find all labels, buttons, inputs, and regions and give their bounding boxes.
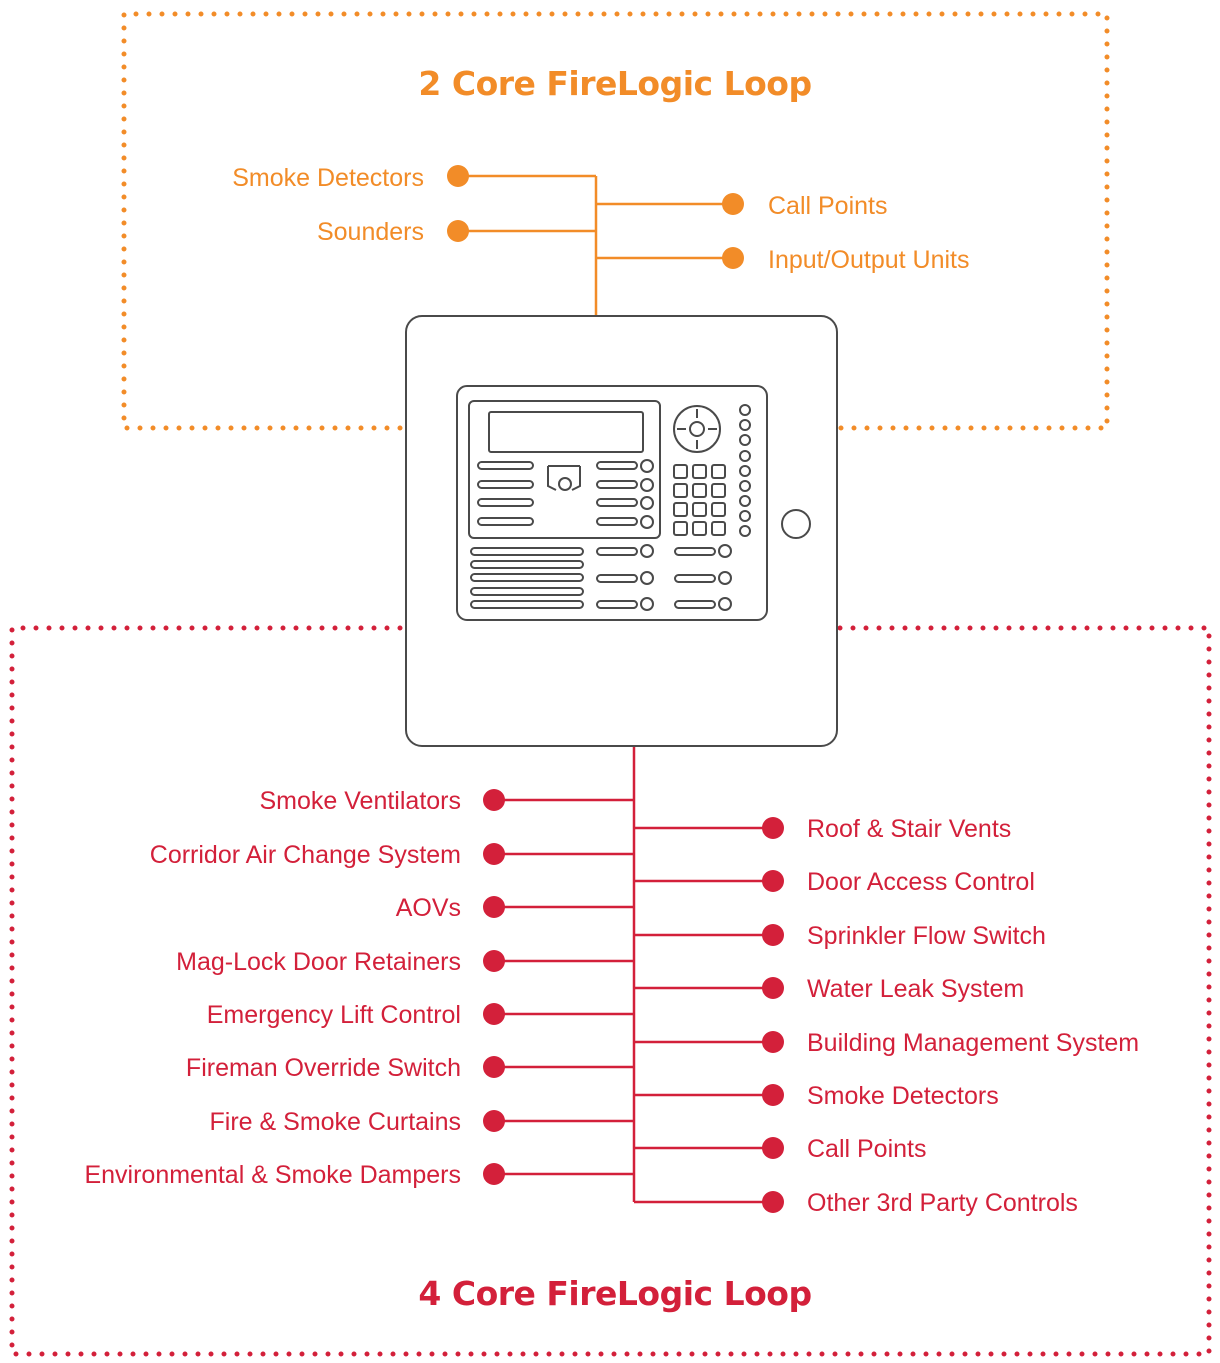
- top-loop-boundary: [121, 11, 1110, 431]
- fire-alarm-control-panel-icon: [405, 315, 838, 747]
- bottom-left-label-1: Corridor Air Change System: [150, 841, 461, 869]
- bottom-left-label-0: Smoke Ventilators: [260, 787, 462, 815]
- top-right-label-1: Input/Output Units: [768, 246, 970, 274]
- top-loop-title: 2 Core FireLogic Loop: [418, 64, 811, 103]
- bottom-loop-labels: Smoke Ventilators Corridor Air Change Sy…: [84, 787, 1139, 1217]
- bottom-left-label-2: AOVs: [396, 894, 461, 922]
- top-loop-connectors: [458, 174, 733, 316]
- bottom-right-label-4: Building Management System: [807, 1029, 1139, 1057]
- bottom-loop-nodes: [483, 789, 784, 1213]
- bottom-loop-title: 4 Core FireLogic Loop: [418, 1274, 811, 1313]
- top-left-label-0: Smoke Detectors: [232, 164, 424, 192]
- top-left-label-1: Sounders: [317, 218, 424, 246]
- node-call-points: [722, 193, 744, 215]
- bottom-right-label-6: Call Points: [807, 1135, 927, 1163]
- node-smoke-detectors: [447, 165, 469, 187]
- bottom-left-label-4: Emergency Lift Control: [207, 1001, 461, 1029]
- bottom-loop-connectors: [494, 746, 773, 1204]
- bottom-left-label-3: Mag-Lock Door Retainers: [176, 948, 461, 976]
- node-sounders: [447, 220, 469, 242]
- bottom-right-label-2: Sprinkler Flow Switch: [807, 922, 1046, 950]
- bottom-right-label-0: Roof & Stair Vents: [807, 815, 1011, 843]
- node-input-output-units: [722, 247, 744, 269]
- top-loop-nodes: [447, 165, 744, 269]
- bottom-left-label-6: Fire & Smoke Curtains: [210, 1108, 461, 1136]
- top-right-label-0: Call Points: [768, 192, 888, 220]
- bottom-right-label-1: Door Access Control: [807, 868, 1035, 896]
- bottom-right-label-5: Smoke Detectors: [807, 1082, 999, 1110]
- bottom-right-label-7: Other 3rd Party Controls: [807, 1189, 1078, 1217]
- top-loop-labels: Smoke Detectors Sounders Call Points Inp…: [232, 164, 969, 274]
- bottom-left-label-7: Environmental & Smoke Dampers: [84, 1161, 461, 1189]
- bottom-right-label-3: Water Leak System: [807, 975, 1024, 1003]
- bottom-loop-boundary: [9, 625, 1212, 1357]
- bottom-left-label-5: Fireman Override Switch: [186, 1054, 461, 1082]
- panel-key-lock: [781, 509, 811, 539]
